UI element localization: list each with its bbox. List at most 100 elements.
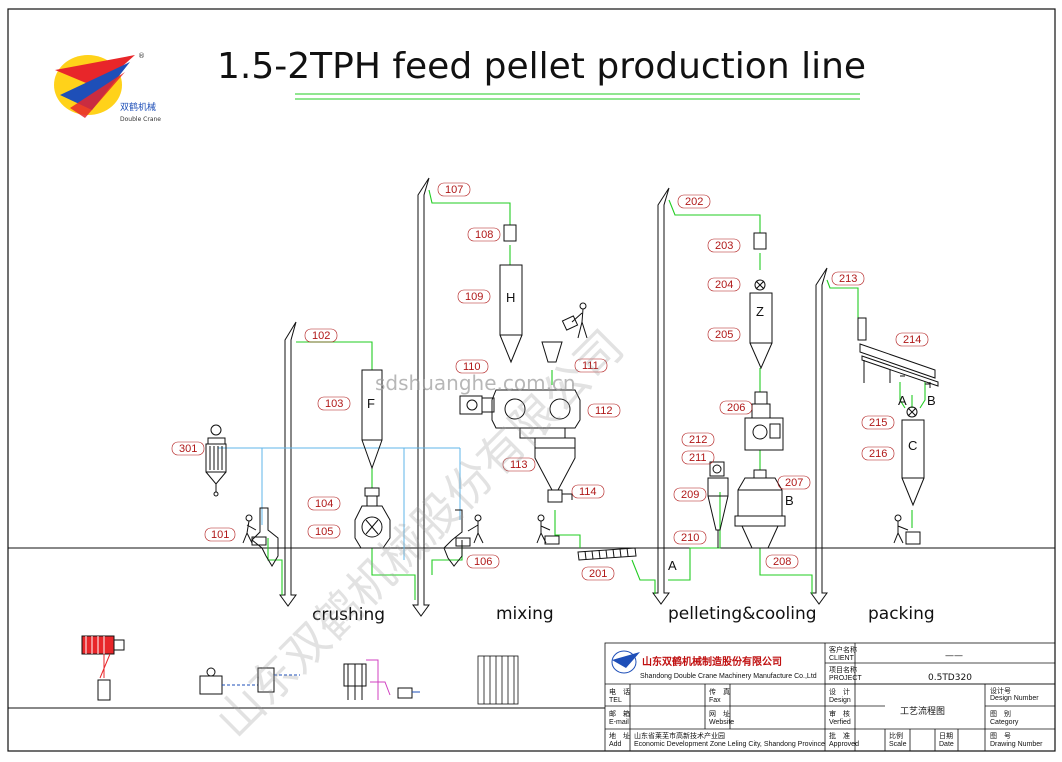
- tb-fax-cn: 传 真: [709, 687, 730, 696]
- svg-text:110: 110: [463, 361, 481, 373]
- label-109: 109: [457, 289, 491, 304]
- label-203: 203: [707, 238, 741, 253]
- worker-packing: [893, 514, 921, 545]
- bin-z-label: Z: [756, 304, 764, 319]
- material-flow-lines: [267, 189, 926, 600]
- tb-client-cn: 客户名称: [829, 645, 857, 654]
- label-202: 202: [677, 194, 711, 209]
- label-113: 113: [502, 457, 536, 472]
- tb-company-en: Shandong Double Crane Machinery Manufact…: [640, 673, 817, 680]
- svg-text:111: 111: [582, 360, 599, 372]
- label-105: 105: [307, 524, 341, 539]
- label-211: 211: [681, 450, 715, 465]
- svg-text:216: 216: [869, 448, 887, 460]
- svg-text:206: 206: [727, 402, 745, 414]
- svg-text:204: 204: [715, 279, 733, 291]
- bin-h-109: H: [499, 224, 523, 364]
- bin-f-label: F: [367, 396, 375, 411]
- svg-text:212: 212: [689, 434, 707, 446]
- tb-client-en: CLIENT: [829, 655, 855, 662]
- legend-bucket-elevator-icon: [81, 635, 125, 701]
- logo-brand-en: Double Crane: [120, 116, 161, 123]
- section-mixing: mixing: [496, 604, 554, 624]
- mixer-112: [459, 389, 581, 439]
- label-106: 106: [466, 554, 500, 569]
- cooler-b-label: B: [785, 493, 794, 508]
- tb-category-cn: 图 别: [990, 709, 1011, 718]
- tb-project-en: PROJECT: [829, 675, 862, 682]
- label-206: 206: [719, 400, 753, 415]
- watermark-url: sdshuanghe.com.cn: [375, 371, 576, 395]
- tb-approve-cn: 批 准: [829, 731, 850, 740]
- elevator-107: [412, 177, 430, 617]
- legend-bagfilter-icon: [477, 655, 519, 705]
- tb-website-en: Website: [709, 719, 734, 726]
- pulse-filter-301: [205, 424, 227, 497]
- svg-text:203: 203: [715, 240, 733, 252]
- tb-date-en: Date: [939, 741, 954, 748]
- bin-c-216: C: [901, 406, 925, 507]
- svg-text:207: 207: [785, 477, 803, 489]
- tb-drawing-no-en: Design Number: [990, 695, 1039, 702]
- svg-text:214: 214: [903, 334, 921, 346]
- drawing-frame: [7, 8, 1056, 752]
- title-block-logo: [611, 650, 640, 674]
- label-301: 301: [171, 441, 205, 456]
- feed-hopper-111: [541, 302, 588, 363]
- title-block: [604, 642, 1056, 752]
- label-207: 207: [777, 475, 811, 490]
- svg-text:102: 102: [312, 330, 330, 342]
- tb-verify-en: Verfied: [829, 719, 851, 726]
- label-212: 212: [681, 432, 715, 447]
- svg-text:211: 211: [689, 452, 707, 464]
- label-201: 201: [581, 566, 615, 581]
- svg-text:213: 213: [839, 273, 857, 285]
- label-213: 213: [831, 271, 865, 286]
- tb-drawing-no-cn: 设计号: [990, 686, 1011, 695]
- bin-f-103: F: [361, 369, 383, 470]
- tb-addr-value-cn: 山东省莱芜市高新技术产业园: [634, 731, 725, 740]
- bin-z-205: Z: [749, 232, 773, 370]
- svg-text:210: 210: [681, 532, 699, 544]
- screw-conveyor-201: [577, 547, 637, 561]
- svg-text:202: 202: [685, 196, 703, 208]
- tb-category-en: Category: [990, 719, 1019, 726]
- page-title: 1.5-2TPH feed pellet production line: [217, 46, 866, 87]
- label-210: 210: [673, 530, 707, 545]
- logo-brand-cn: 双鹤机械: [120, 101, 156, 113]
- label-205: 205: [707, 327, 741, 342]
- label-111: 111: [574, 358, 608, 373]
- surge-bin-113: [534, 437, 576, 503]
- tb-addr-en: Add: [609, 741, 622, 748]
- tb-project-cn: 项目名称: [829, 665, 857, 674]
- intake-pit-106: [443, 509, 484, 567]
- cyclone-209: [707, 461, 729, 548]
- svg-text:101: 101: [211, 529, 229, 541]
- label-108: 108: [467, 227, 501, 242]
- double-crane-logo: ® 双鹤机械 Double Crane: [54, 52, 161, 123]
- tb-tel-cn: 电 话: [609, 687, 630, 696]
- label-208: 208: [765, 554, 799, 569]
- svg-text:201: 201: [589, 568, 607, 580]
- tb-addr-value-en: Economic Development Zone Leling City, S…: [634, 741, 825, 748]
- label-209: 209: [673, 487, 707, 502]
- svg-text:215: 215: [869, 417, 887, 429]
- screen-b-label: B: [927, 393, 936, 408]
- tb-scale-en: Scale: [889, 741, 907, 748]
- label-102: 102: [304, 328, 338, 343]
- tb-fax-en: Fax: [709, 697, 721, 704]
- tb-design-en: Design: [829, 697, 851, 704]
- legend-fan-icon: [199, 667, 300, 695]
- worker-mixer: [536, 514, 560, 545]
- svg-text:205: 205: [715, 329, 733, 341]
- label-215: 215: [861, 415, 895, 430]
- tb-project-value: 0.5TD320: [928, 673, 972, 683]
- label-104: 104: [307, 496, 341, 511]
- air-lines: [217, 447, 461, 560]
- section-packing: packing: [868, 604, 935, 624]
- svg-text:301: 301: [179, 443, 197, 455]
- intake-pit-101: [242, 507, 279, 567]
- tb-drawing-no2-cn: 图 号: [990, 732, 1011, 740]
- label-110: 110: [455, 359, 489, 374]
